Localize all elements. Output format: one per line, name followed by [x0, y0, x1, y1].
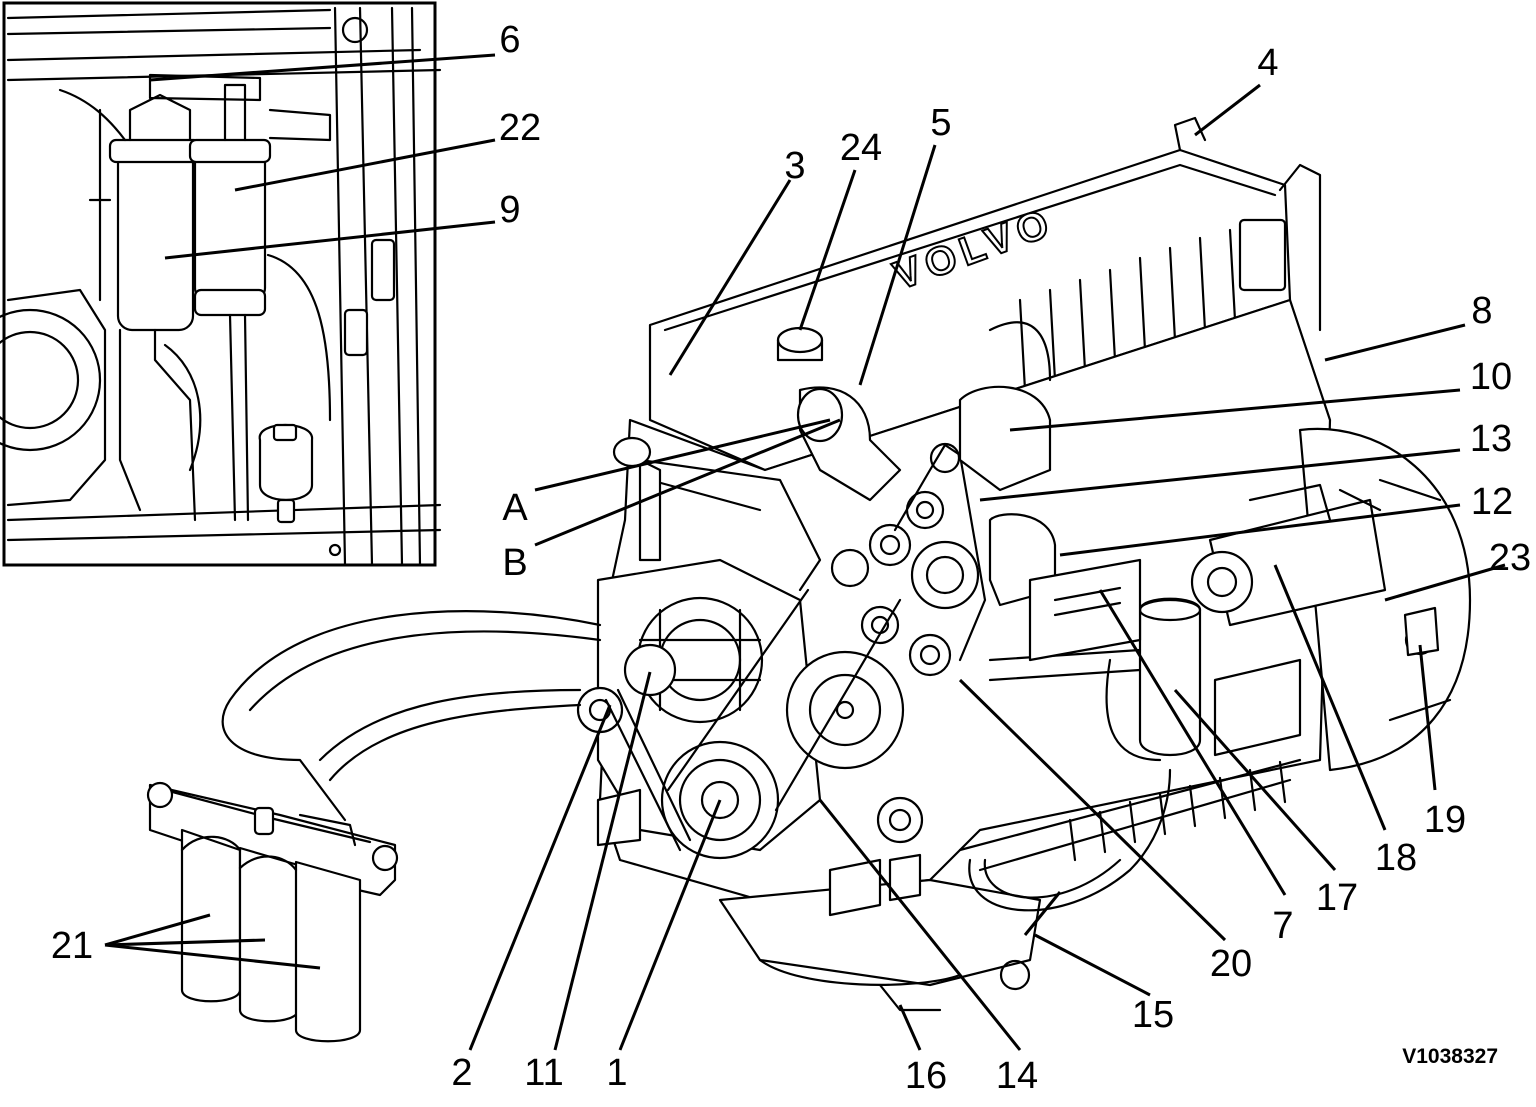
callout-19: 19	[1424, 799, 1466, 841]
reference-number: V1038327	[1402, 1045, 1498, 1068]
callout-2: 2	[451, 1052, 472, 1094]
callout-13: 13	[1470, 418, 1512, 460]
engine-assembly: VOLVO	[221, 116, 1472, 1012]
callout-9: 9	[499, 189, 520, 231]
callout-24: 24	[840, 127, 882, 169]
callout-3: 3	[784, 145, 805, 187]
callout-10: 10	[1470, 356, 1512, 398]
callout-20: 20	[1210, 943, 1252, 985]
callout-labels: 1 2 3 4 5 6 7 8 9 10 11 12 13 14 15 16 1…	[51, 19, 1531, 1097]
inset-panel	[0, 1, 442, 567]
remote-filters	[146, 781, 399, 1043]
callout-17: 17	[1316, 877, 1358, 919]
callout-16: 16	[905, 1055, 947, 1097]
callout-14: 14	[996, 1055, 1038, 1097]
callout-12: 12	[1471, 481, 1513, 523]
callout-8: 8	[1471, 290, 1492, 332]
callout-18: 18	[1375, 837, 1417, 879]
callout-22: 22	[499, 107, 541, 149]
callout-15: 15	[1132, 994, 1174, 1036]
callout-11: 11	[524, 1052, 563, 1094]
callout-7: 7	[1272, 905, 1293, 947]
callout-6: 6	[499, 19, 520, 61]
callout-21: 21	[51, 925, 93, 967]
callout-B: B	[502, 542, 527, 584]
callout-23: 23	[1489, 537, 1531, 579]
callout-5: 5	[930, 102, 951, 144]
leader-lines	[104, 53, 1506, 1051]
callout-A: A	[502, 487, 528, 529]
callout-1: 1	[606, 1052, 627, 1094]
callout-4: 4	[1257, 42, 1278, 84]
